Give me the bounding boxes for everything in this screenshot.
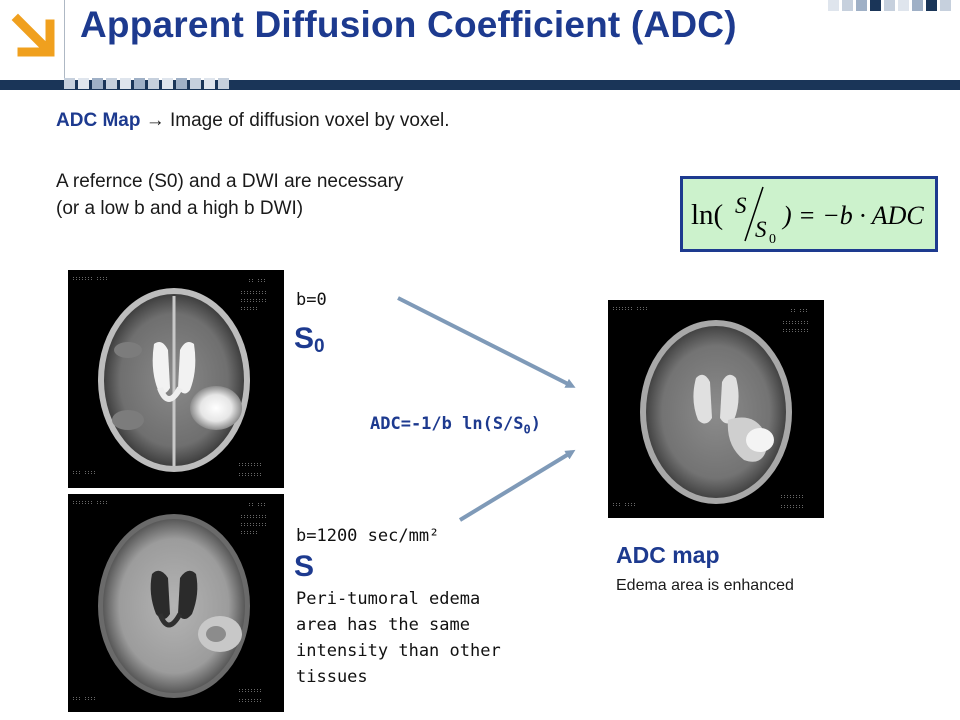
adc-map-definition: ADC Map → Image of diffusion voxel by vo… bbox=[56, 110, 450, 132]
adc-map-caption: Edema area is enhanced bbox=[616, 577, 794, 594]
svg-text::::::::::: ::::::::: bbox=[240, 522, 267, 528]
svg-text:::: ::::: ::: :::: bbox=[72, 470, 96, 476]
svg-text:::::::::: :::::::: bbox=[238, 462, 262, 468]
brain-image-s: ::::::: :::: :: ::: ::::::::: ::::::::: … bbox=[68, 494, 284, 712]
formula-numerator: S bbox=[735, 193, 747, 218]
header-divider bbox=[64, 0, 65, 78]
b0-value-label: b=0 bbox=[296, 290, 327, 310]
svg-text::: :::: :: ::: bbox=[248, 278, 266, 284]
adc-formula-prefix: ADC=-1/b ln(S/S bbox=[370, 414, 524, 434]
logo-arrow-icon bbox=[8, 8, 60, 68]
formula-rhs: ) = −b · ADC bbox=[781, 201, 924, 230]
formula-equation: ln( S S 0 ) = −b · ADC bbox=[691, 186, 924, 247]
svg-text:::::::: ::::: ::::::: :::: bbox=[72, 500, 108, 506]
adc-map-description: Image of diffusion voxel by voxel. bbox=[164, 110, 450, 131]
svg-text:::::::::: :::::::: bbox=[238, 688, 262, 694]
svg-text:::::::: ::::: ::::::: :::: bbox=[72, 276, 108, 282]
svg-text:::::::: :::::: bbox=[240, 306, 258, 312]
requirement-text: A refernce (S0) and a DWI are necessary … bbox=[56, 168, 403, 222]
formula-fraction-slash bbox=[744, 186, 764, 242]
requirement-line-2: (or a low b and a high b DWI) bbox=[56, 198, 304, 219]
arrow-s-to-adc bbox=[458, 449, 576, 522]
svg-text::: :::: :: ::: bbox=[248, 502, 266, 508]
edema-note: Peri-tumoral edema area has the same int… bbox=[296, 589, 501, 687]
title-bar bbox=[0, 80, 960, 90]
right-arrow-icon: → bbox=[145, 110, 165, 131]
svg-text::::::::::: ::::::::: bbox=[782, 328, 809, 334]
svg-text::::::::::: ::::::::: bbox=[240, 514, 267, 520]
svg-text:::::::::: :::::::: bbox=[238, 472, 262, 478]
adc-formula-sub: 0 bbox=[523, 422, 531, 437]
slide-title: Apparent Diffusion Coefficient (ADC) bbox=[80, 4, 737, 45]
b1200-value-label: b=1200 sec/mm² bbox=[296, 526, 440, 546]
adc-map-title: ADC map bbox=[616, 542, 720, 568]
svg-text::: :::: :: ::: bbox=[790, 308, 808, 314]
svg-text::::::::::: ::::::::: bbox=[240, 290, 267, 296]
svg-text:::::::::: :::::::: bbox=[238, 698, 262, 704]
formula-box: ln( S S 0 ) = −b · ADC bbox=[680, 176, 938, 252]
svg-text:::::::::: :::::::: bbox=[780, 504, 804, 510]
formula-denominator-sub: 0 bbox=[769, 232, 776, 247]
s0-symbol-base: S bbox=[294, 322, 315, 355]
s0-symbol: S0 bbox=[294, 322, 325, 358]
brain-image-adc-map: ::::::: :::: :: ::: ::::::::: ::::::::: … bbox=[608, 300, 824, 518]
adc-formula-suffix: ) bbox=[530, 414, 542, 434]
adc-map-term: ADC Map bbox=[56, 110, 141, 131]
brain-image-s0: ::::::: :::: :: ::: ::::::::: ::::::::: … bbox=[68, 270, 284, 488]
svg-text:::: ::::: ::: :::: bbox=[72, 696, 96, 702]
svg-text::::::::::: ::::::::: bbox=[240, 298, 267, 304]
svg-text:::::::: :::::: bbox=[240, 530, 258, 536]
svg-text:::::::::: :::::::: bbox=[780, 494, 804, 500]
svg-text:::: ::::: ::: :::: bbox=[612, 502, 636, 508]
svg-text:::::::: ::::: ::::::: :::: bbox=[612, 306, 648, 312]
requirement-line-1: A refernce (S0) and a DWI are necessary bbox=[56, 171, 404, 192]
svg-text::::::::::: ::::::::: bbox=[782, 320, 809, 326]
formula-ln: ln( bbox=[691, 199, 723, 231]
arrow-s0-to-adc bbox=[397, 296, 576, 388]
formula-denominator: S bbox=[755, 217, 767, 242]
adc-formula-text: ADC=-1/b ln(S/S0) bbox=[370, 414, 541, 436]
s0-symbol-sub: 0 bbox=[314, 336, 325, 357]
s-symbol: S bbox=[294, 550, 315, 583]
